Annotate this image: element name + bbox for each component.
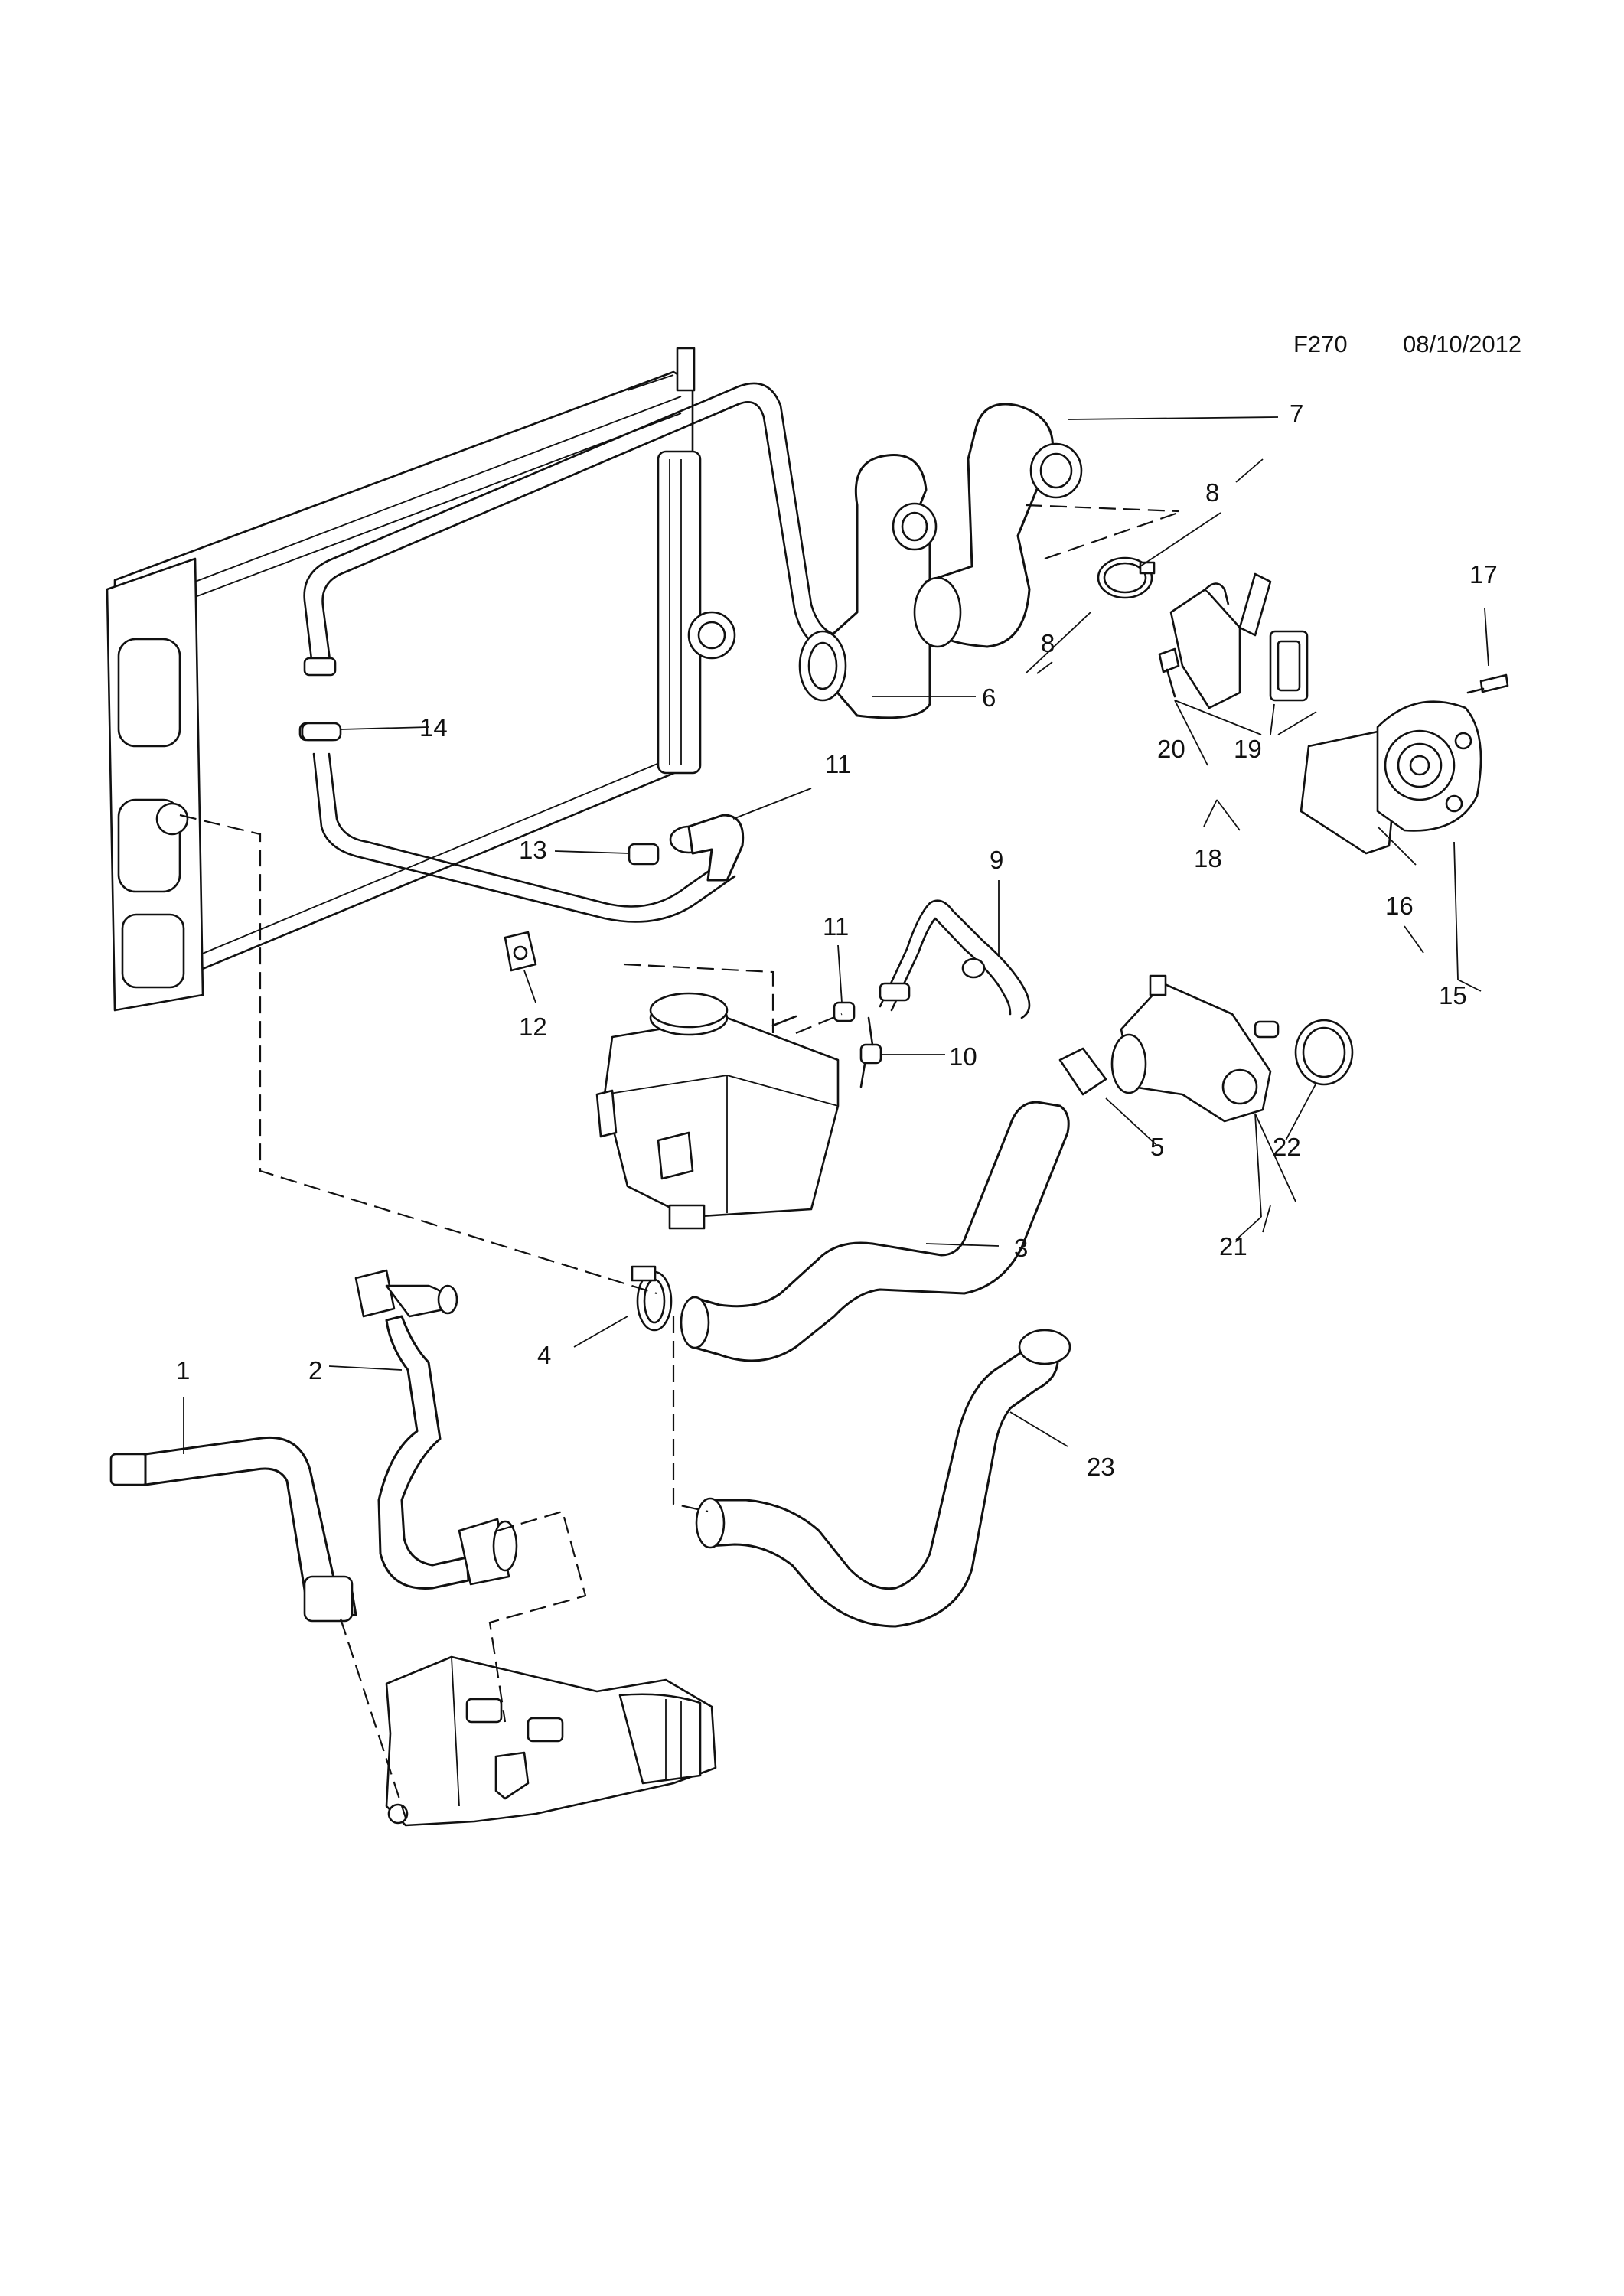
callout-23: 22 (1273, 1133, 1301, 1161)
callout-15: 14 (419, 713, 448, 742)
callout-4: 4 (537, 1341, 551, 1369)
callout-20: 19 (1234, 735, 1262, 763)
vent-hose-9 (833, 899, 1031, 1088)
dashed-connection-lines (179, 504, 1183, 1818)
callout-8b: 8 (1041, 629, 1055, 657)
figure-code: F270 (1293, 331, 1348, 357)
callout-9: 9 (990, 846, 1003, 874)
diagram-date: 08/10/2012 (1403, 331, 1522, 357)
callout-18: 17 (1469, 560, 1498, 589)
water-pump (1300, 673, 1509, 855)
oil-cooler-hose-1 (109, 1436, 357, 1623)
callout-21: 20 (1157, 735, 1185, 763)
oil-cooler-hose-2 (354, 1269, 518, 1590)
callout-3: 3 (1014, 1234, 1028, 1262)
callout-22: 21 (1219, 1232, 1247, 1261)
callout-19: 18 (1194, 844, 1222, 872)
hose-12 (628, 814, 745, 882)
callout-leaders (183, 416, 1489, 1454)
heater-hose-24 (695, 1329, 1071, 1628)
callout-11: 11 (823, 912, 849, 941)
callout-numbers: 7 8 8 6 17 20 19 18 16 15 14 11 13 9 11 … (176, 400, 1498, 1481)
callout-2: 2 (308, 1356, 322, 1384)
callout-5: 5 (1150, 1133, 1164, 1161)
lower-radiator-hose-3 (680, 1101, 1070, 1362)
oil-cooler-housing (385, 1655, 717, 1827)
upper-radiator-hose (798, 403, 1083, 719)
callout-13: 12 (519, 1013, 547, 1041)
hose-clamp-15 (301, 722, 342, 742)
callout-7: 7 (1290, 400, 1303, 428)
callout-1: 1 (176, 1356, 190, 1384)
callout-6: 6 (982, 683, 996, 712)
callout-12: 11 (825, 750, 851, 778)
expansion-tank (595, 992, 840, 1230)
callout-14: 13 (519, 836, 547, 864)
hose-clamp-4 (631, 1265, 673, 1332)
callout-17: 16 (1385, 892, 1414, 920)
callout-8a: 8 (1205, 478, 1219, 507)
callout-24: 23 (1087, 1453, 1115, 1481)
hose-clamp-8 (1097, 556, 1156, 599)
callout-10: 10 (949, 1042, 977, 1071)
pipe-clip-13 (504, 931, 537, 972)
thermostat-housing-22 (1058, 974, 1354, 1123)
callout-16: 15 (1439, 981, 1467, 1009)
coolant-outlet-19 (1158, 572, 1309, 709)
radiator (106, 347, 736, 1012)
